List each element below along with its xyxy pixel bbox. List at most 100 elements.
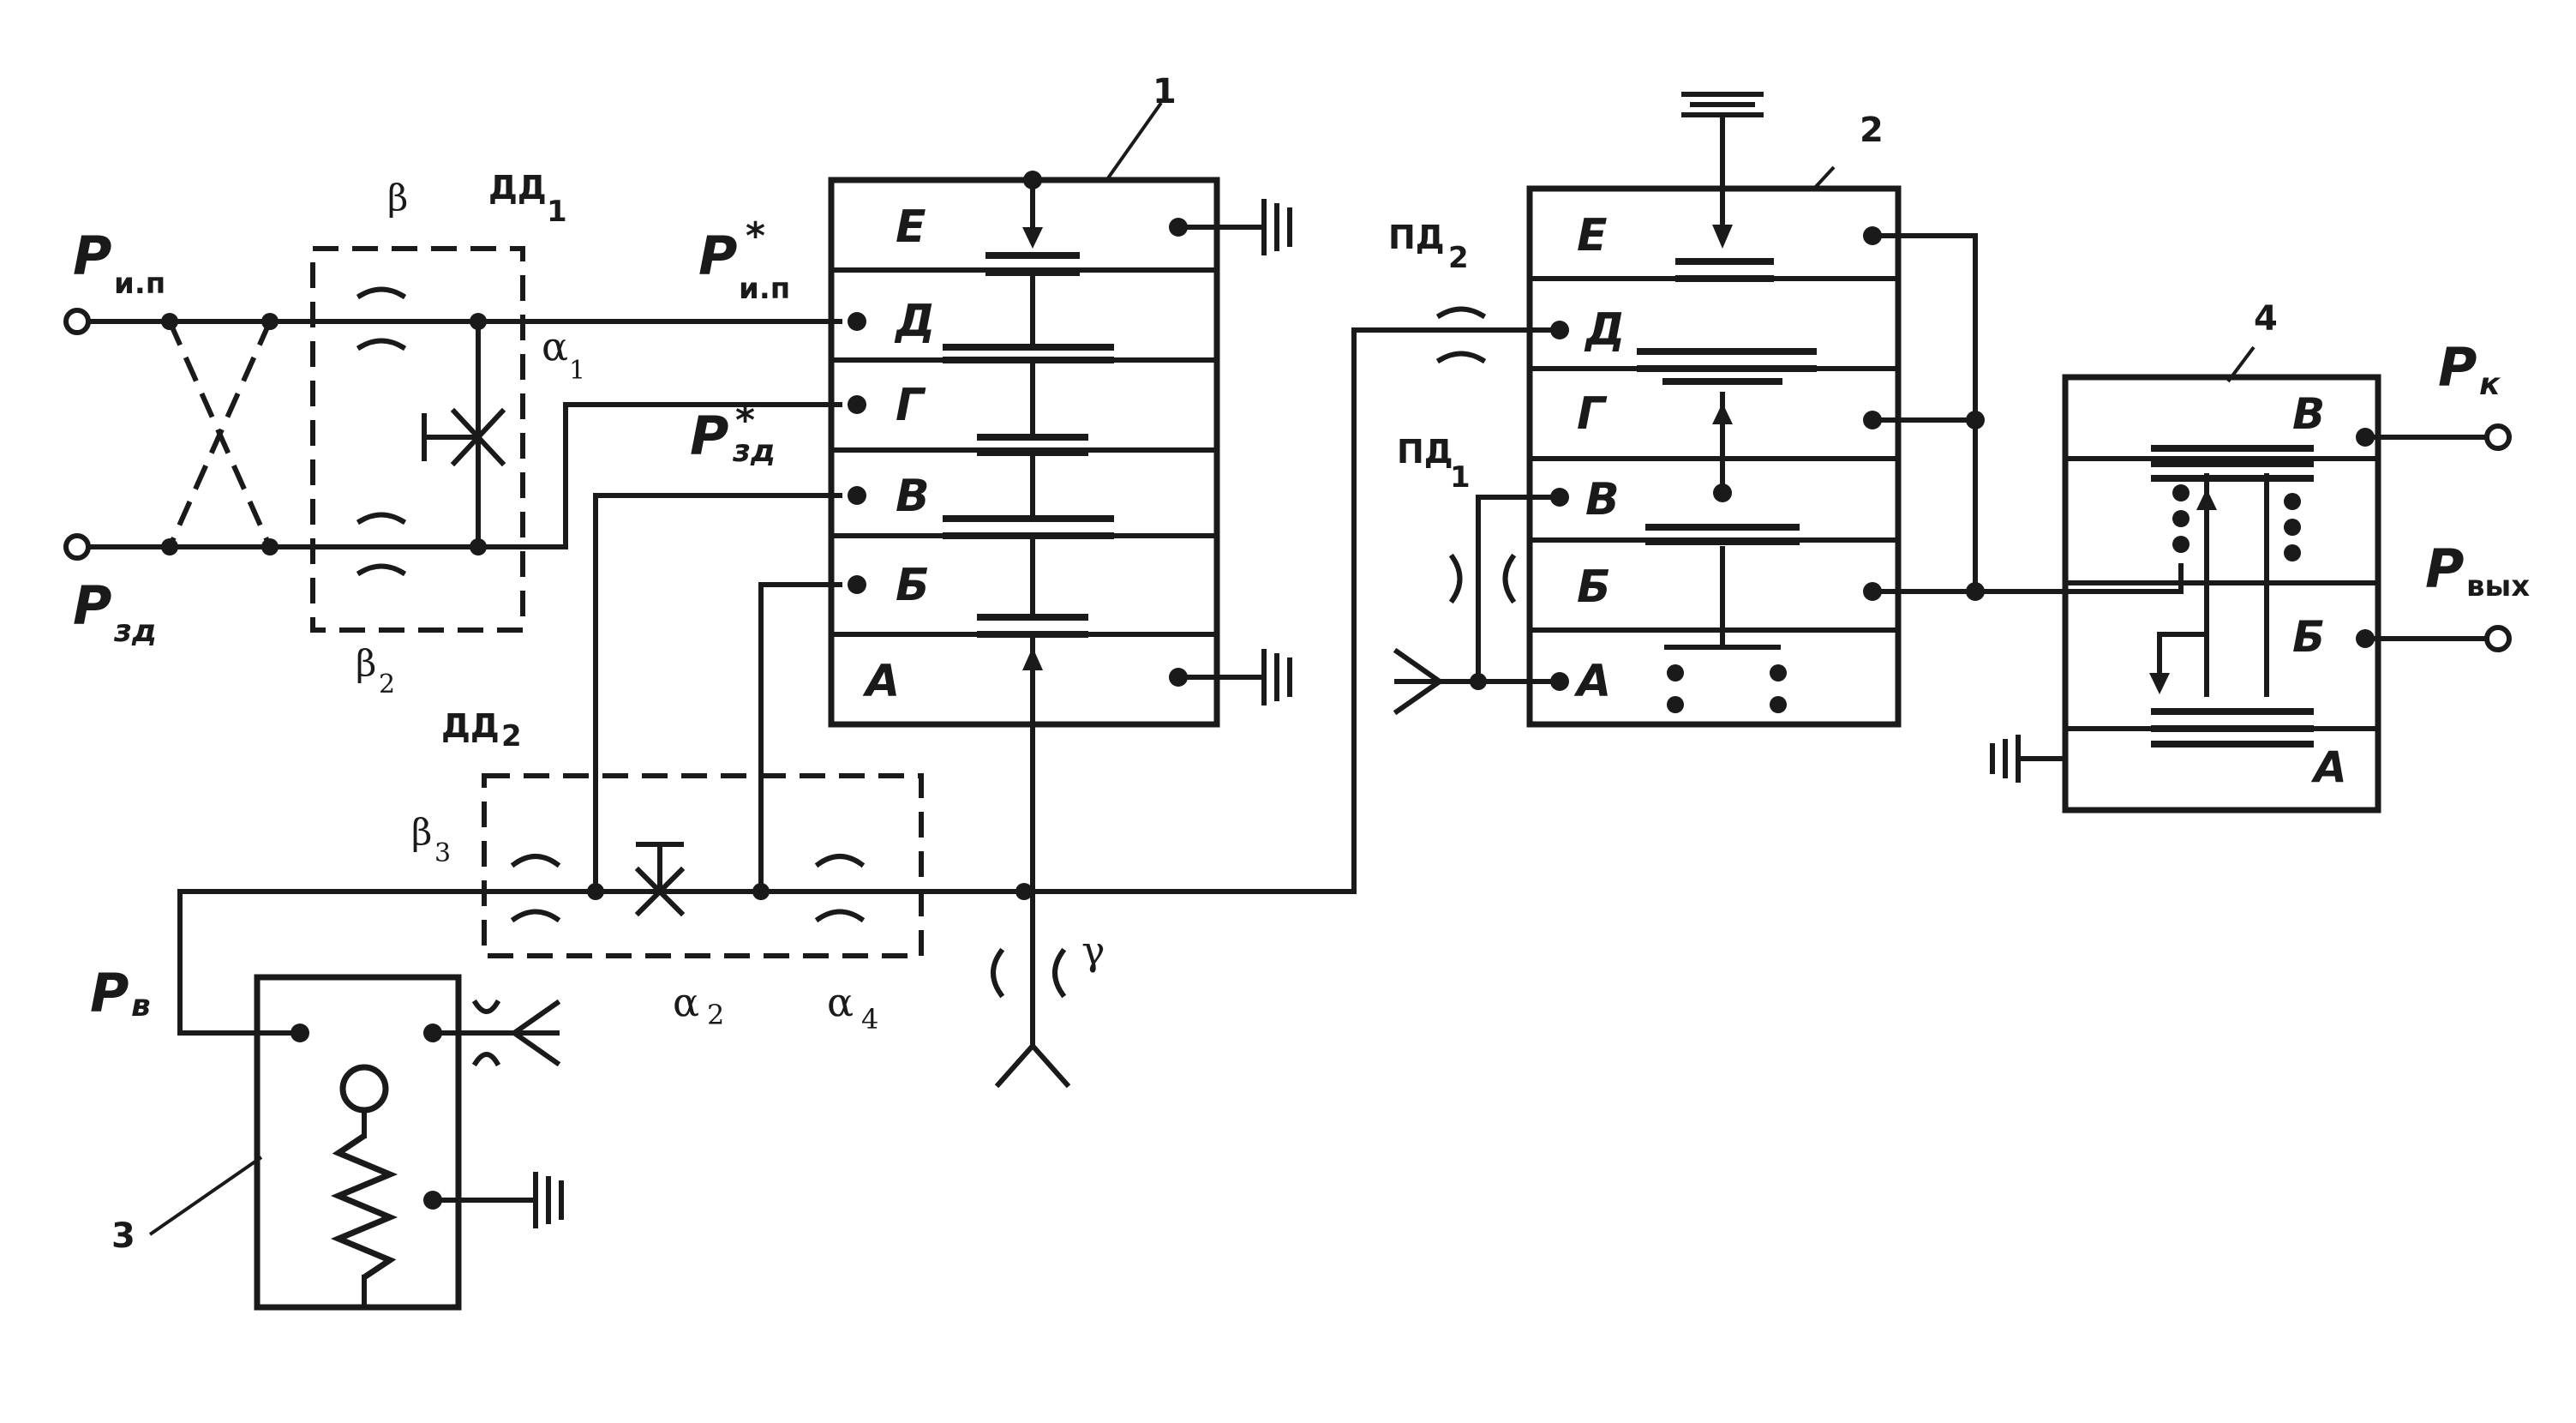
junction-dot (1015, 883, 1033, 900)
port-p-zd[interactable] (63, 533, 91, 561)
stem-arrow-up (1712, 403, 1733, 424)
throttle-alpha4-top (814, 854, 866, 868)
port-p-out[interactable] (2484, 625, 2512, 652)
label-p-ip-star-sup: * (746, 214, 765, 258)
junction-dot (161, 313, 178, 330)
element-2: Е Д Г В Б А (1393, 92, 2184, 728)
nozzle-dot (1667, 664, 1684, 681)
throttle-beta3-top (510, 854, 561, 868)
label-pd1: ПД (1397, 433, 1453, 471)
label-dd2-sub: 2 (501, 719, 522, 754)
element-1-chamber-e: Е (896, 201, 926, 253)
label-alpha2-sub: 2 (707, 999, 724, 1031)
junction-dot (1966, 411, 1985, 429)
label-p-zd-star-sub: зд (732, 434, 776, 469)
label-alpha1-sub: 1 (569, 356, 585, 386)
element-4: В Б А (1990, 345, 2512, 814)
stem-arrow-down (1022, 227, 1043, 249)
label-beta2: β (356, 642, 376, 684)
label-p-v: Р (90, 962, 129, 1024)
nozzle-dot (2172, 510, 2190, 527)
throttle-beta2-top (356, 512, 407, 525)
throttle-beta2-bottom (356, 563, 407, 577)
throttle-bottom (471, 1052, 501, 1067)
throttle-gamma-left (991, 947, 1005, 999)
labels: Р и.п Р зд Р * и.п Р * зд Р в Р к Р вых … (73, 72, 2530, 1256)
throttle-pd1-left (1448, 553, 1463, 604)
main-supply-line (177, 327, 1562, 1036)
throttle-alpha4-bottom (814, 909, 866, 923)
stem-arrow-up (2196, 489, 2217, 510)
junction-dot (1713, 483, 1732, 502)
input-section (63, 246, 842, 633)
feedback-line (1870, 233, 1978, 594)
label-p-v-sub: в (131, 988, 151, 1024)
nozzle-dot (2284, 544, 2301, 561)
label-p-zd-sub: зд (113, 614, 157, 649)
element-2-chamber-g: Г (1577, 388, 1608, 440)
stem-arrow-up (1022, 647, 1043, 670)
stem-arrow-down (2149, 673, 2170, 694)
label-alpha2: α (673, 979, 699, 1025)
junction-dot (470, 313, 487, 330)
throttle-beta3-bottom (510, 909, 561, 923)
dd2-section (177, 327, 1562, 1089)
junction-dot (1470, 673, 1487, 690)
nozzle-dot (2172, 536, 2190, 553)
dd1-divider-box (310, 246, 525, 633)
throttle-beta-bottom (356, 338, 407, 351)
throttle-beta-top (356, 286, 407, 300)
element-1-chamber-g: Г (896, 380, 926, 431)
label-element-3: 3 (111, 1216, 135, 1256)
throttle-pd1-right (1502, 553, 1517, 604)
element-4-chamber-b: Б (2292, 612, 2325, 662)
label-alpha4-sub: 4 (861, 1003, 878, 1036)
leader-line-3 (148, 1156, 263, 1236)
label-dd1: ДД (488, 169, 547, 207)
spring-icon (330, 1133, 398, 1280)
throttle-gamma-right (1052, 947, 1067, 999)
element-2-chamber-d: Д (1584, 304, 1625, 356)
label-beta3: β (411, 811, 432, 853)
junction-dot (470, 538, 487, 555)
label-pd2: ПД (1388, 219, 1445, 256)
label-p-zd: Р (73, 574, 111, 637)
nozzle-dot (1667, 696, 1684, 713)
label-pd2-sub: 2 (1448, 241, 1469, 275)
junction-dot (1023, 171, 1042, 189)
element-2-chamber-b: Б (1577, 561, 1611, 613)
supply-input-icon (509, 999, 561, 1067)
junction-dot (261, 538, 279, 555)
label-element-1: 1 (1153, 72, 1177, 111)
port-dot (848, 486, 866, 505)
nozzle-dot (1770, 696, 1787, 713)
nozzle-dot (1770, 664, 1787, 681)
element-3 (148, 974, 564, 1311)
label-p-ip: Р (73, 225, 111, 287)
label-alpha1: α (542, 323, 568, 369)
nozzle-dot (2284, 493, 2301, 510)
element-1: Е Д Г В Б А (828, 101, 1292, 903)
label-beta: β (387, 177, 408, 219)
dd2-divider-box (482, 773, 924, 958)
port-dot (848, 395, 866, 414)
line-to-1b (758, 582, 842, 894)
pd1-loop (1476, 495, 1562, 684)
adjustable-throttle-x2 (634, 866, 686, 917)
throttle-pd2-top (1435, 306, 1487, 320)
junction-dot (261, 313, 279, 330)
element-4-body (2062, 374, 2381, 814)
leader-line-4 (2226, 345, 2255, 383)
label-p-k-sub: к (2479, 367, 2501, 402)
element-2-chamber-e: Е (1577, 210, 1608, 261)
nozzle-dot (2172, 484, 2190, 501)
leader-line-2 (1811, 165, 1836, 192)
adjustable-throttle-x2 (450, 407, 506, 467)
throttle-top (471, 999, 501, 1014)
port-p-ip[interactable] (63, 308, 91, 335)
port-dot (848, 575, 866, 594)
label-element-4: 4 (2254, 299, 2278, 339)
label-p-k: Р (2438, 336, 2477, 399)
port-p-k[interactable] (2484, 423, 2512, 451)
